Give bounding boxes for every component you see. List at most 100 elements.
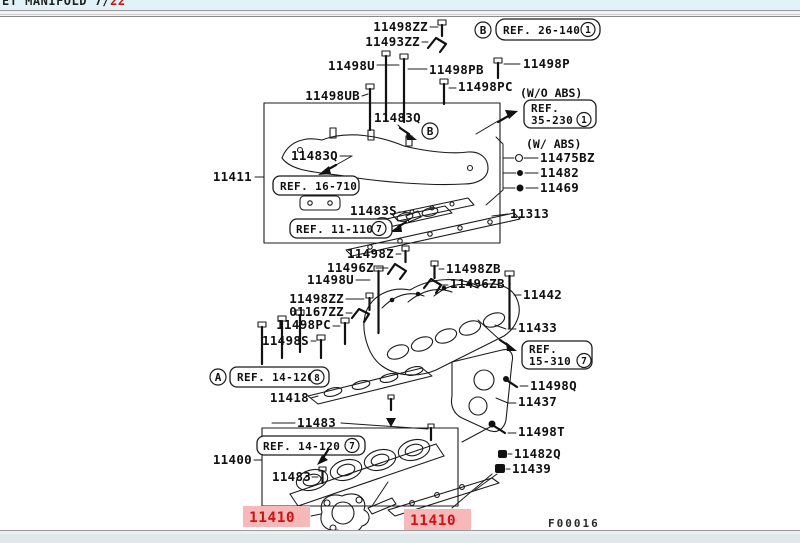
svg-text:B: B: [480, 24, 487, 37]
part-11482q: 11482Q: [498, 446, 561, 461]
highlight-bg: [243, 506, 310, 527]
part-label: 11313: [510, 206, 549, 221]
part-label: 01167ZZ: [289, 304, 344, 319]
part-11483-2: 11483: [272, 450, 328, 484]
part-01167zz: 01167ZZ: [289, 304, 369, 322]
part-label: 11433: [518, 320, 557, 335]
part-label: 11483S: [350, 203, 397, 218]
ref-box-14-120-b[interactable]: REF. 14-120 7: [257, 436, 365, 455]
bolt-icon: [374, 266, 383, 333]
svg-text:A: A: [215, 371, 222, 384]
part-11482: 11482: [517, 165, 579, 180]
ref-box-16-710[interactable]: REF. 16-710: [273, 176, 359, 195]
note-w-abs: (W/ ABS): [526, 137, 581, 151]
ref-box-14-120-a[interactable]: REF. 14-120 8: [230, 367, 329, 387]
part-label: 11498ZZ: [373, 19, 428, 34]
part-label: 11493ZZ: [365, 34, 420, 49]
bold-arrow-icon: [406, 131, 417, 140]
ref-box-15-310[interactable]: REF. 15-310 7: [478, 320, 592, 369]
part-label: 11498U: [307, 272, 354, 287]
bold-arrow-icon: [386, 418, 396, 427]
part-label: 11498UB: [305, 88, 360, 103]
bold-arrow-icon: [506, 342, 517, 351]
bolt-icon: [341, 318, 349, 344]
bold-arrow-icon: [505, 110, 518, 119]
cap-icon: [495, 464, 505, 473]
ref-box-26-140[interactable]: REF. 26-140 1: [496, 19, 600, 40]
part-11418: 11418: [270, 390, 318, 405]
part-label: 11442: [523, 287, 562, 302]
part-11498pb: 11498PB: [408, 58, 502, 78]
part-label: 11498PC: [276, 317, 331, 332]
bold-arrow-icon: [390, 224, 402, 232]
grommet-icon: [516, 155, 523, 162]
part-label: 11411: [213, 169, 252, 184]
part-11496zb: 11496ZB: [424, 276, 505, 293]
figure-code: F00016: [548, 517, 600, 530]
ref-badge: 8: [314, 373, 320, 384]
part-11437: 11437: [496, 394, 557, 409]
part-11439: 11439: [475, 461, 551, 490]
part-label: 11483Q: [291, 148, 338, 163]
part-label: 11482: [540, 165, 579, 180]
lower-assembly-box: [262, 428, 458, 506]
part-11496z: 11496Z: [327, 260, 406, 279]
throttle-gasket-art: [321, 482, 396, 533]
ref-label-line2: 15-310: [529, 355, 571, 368]
part-11498t: 11498T: [462, 420, 565, 443]
marker-b-inner: B: [422, 123, 438, 139]
bolt-icon: [319, 467, 326, 483]
highlight-11410-right[interactable]: 11410: [404, 474, 492, 530]
part-label: 11400: [213, 452, 252, 467]
part-label: 11482Q: [514, 446, 561, 461]
highlight-bg: [404, 509, 471, 530]
lower-gasket-art: [388, 478, 499, 516]
part-11313: 11313: [492, 206, 549, 221]
gasket-11418-art: [308, 365, 432, 404]
ref-label: REF. 16-710: [280, 180, 357, 193]
part-label: 11498Z: [347, 246, 394, 261]
part-label: 11498ZB: [446, 261, 501, 276]
part-11483q-outer: 11483Q: [291, 148, 352, 175]
manifold-gasket-11313-art: [346, 213, 520, 256]
ref-box-35-230[interactable]: REF. 35-230 1: [476, 100, 596, 134]
top-divider: [0, 10, 800, 17]
part-label: 11437: [518, 394, 557, 409]
part-label: 11498PB: [429, 62, 484, 77]
part-11411: 11411: [213, 169, 264, 184]
screw-icon: [503, 376, 517, 387]
nut-icon: [498, 450, 507, 458]
part-label: 11418: [270, 390, 309, 405]
bolt-icon: [431, 261, 438, 278]
ref-label: REF. 14-120: [263, 440, 340, 453]
bolt-icon: [402, 246, 409, 262]
surge-tank-art: [364, 280, 519, 375]
window-title-bar: ET MANIFOLD 7/22: [0, 0, 800, 10]
part-11498u-2: 11498U: [307, 266, 383, 333]
bolt-icon: [366, 84, 374, 130]
ref-label-line2: 35-230: [531, 114, 573, 127]
part-label: 11498PC: [458, 79, 513, 94]
svg-text:(W/ ABS): (W/ ABS): [526, 137, 581, 151]
part-label: 11498P: [523, 56, 570, 71]
part-11498q: 11498Q: [503, 376, 577, 393]
note-wo-abs: (W/O ABS): [520, 86, 582, 100]
lower-manifold-art: [290, 436, 444, 506]
bolt-icon: [366, 293, 373, 310]
part-11400: 11400: [213, 452, 262, 467]
part-11475bz: 11475BZ: [516, 150, 595, 165]
part-label: 11498ZZ: [289, 291, 344, 306]
part-11483q-inner: 11483Q: [374, 110, 421, 140]
highlight-11410-left[interactable]: 11410: [243, 506, 321, 527]
bottom-bar: [0, 534, 800, 543]
part-11498p: 11498P: [504, 56, 570, 71]
part-11498zz-1: 11498ZZ: [373, 19, 446, 36]
part-label: 11483: [272, 469, 311, 484]
part-11498zb: 11498ZB: [431, 261, 501, 278]
part-11442: 11442: [505, 271, 562, 328]
bolt-icon: [317, 335, 325, 358]
bold-arrow-icon: [317, 455, 328, 465]
ref-box-11-110[interactable]: REF. 11-110 7: [290, 219, 406, 238]
part-label: 11483: [297, 415, 336, 430]
